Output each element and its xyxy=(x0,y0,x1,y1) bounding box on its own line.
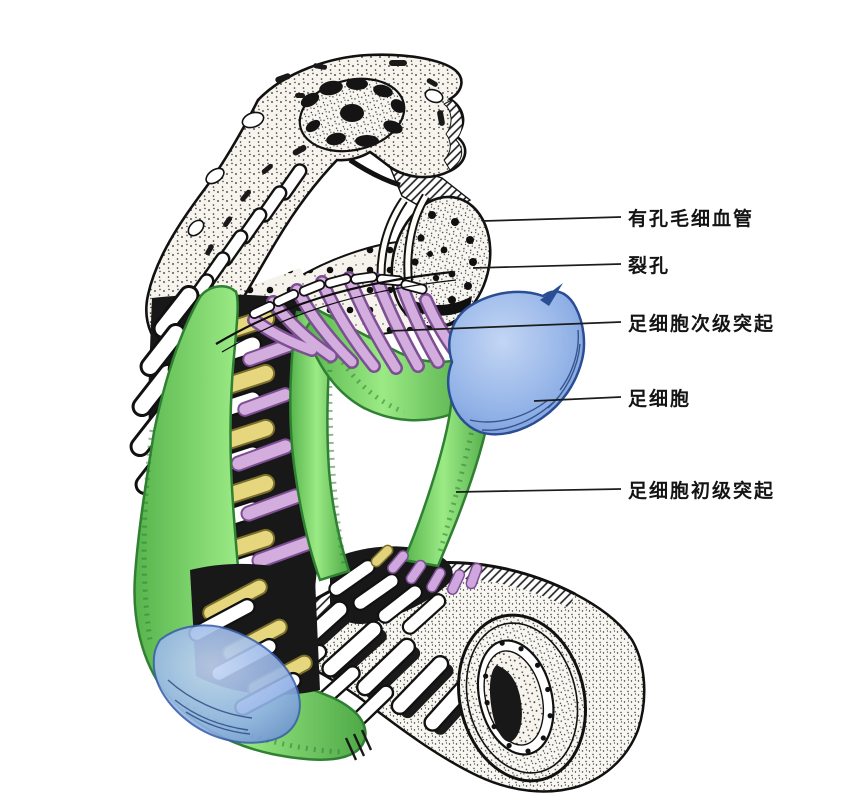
cell-body-tip xyxy=(540,283,563,306)
label-fenestrated-capillary: 有孔毛细血管 xyxy=(628,207,754,230)
capillary-wall-cell xyxy=(145,53,467,359)
label-podocyte: 足细胞 xyxy=(628,387,691,410)
ink-strokes xyxy=(344,729,373,761)
blue-shading xyxy=(469,329,581,431)
primary-process-toes xyxy=(370,544,483,596)
leader-line-slit-pore xyxy=(472,263,622,269)
cross-section-fenestrae xyxy=(483,640,553,754)
leader-line-podocyte xyxy=(533,396,622,402)
podocyte-secondary-processes xyxy=(247,271,483,596)
leader-line-fenestrated-capillary xyxy=(482,216,622,222)
small-white-loops xyxy=(328,559,447,635)
label-secondary-process: 足细胞次级突起 xyxy=(628,312,775,335)
label-slit-pore: 裂孔 xyxy=(628,255,670,277)
organelles xyxy=(205,60,445,256)
podocyte-cell-body xyxy=(447,283,586,436)
capillary-cross-section xyxy=(457,613,587,783)
annotation-labels xyxy=(388,216,622,493)
leader-line-secondary-process xyxy=(388,321,622,332)
cell-nucleus xyxy=(298,77,406,153)
membrane-infoldings xyxy=(183,163,308,311)
lower-capillary xyxy=(259,546,646,793)
label-primary-process: 足细胞初级突起 xyxy=(628,479,775,502)
basement-membrane xyxy=(215,270,457,353)
leader-line-primary-process xyxy=(455,488,622,493)
mitochondria xyxy=(187,88,444,237)
podocyte-body-lower xyxy=(152,624,301,744)
